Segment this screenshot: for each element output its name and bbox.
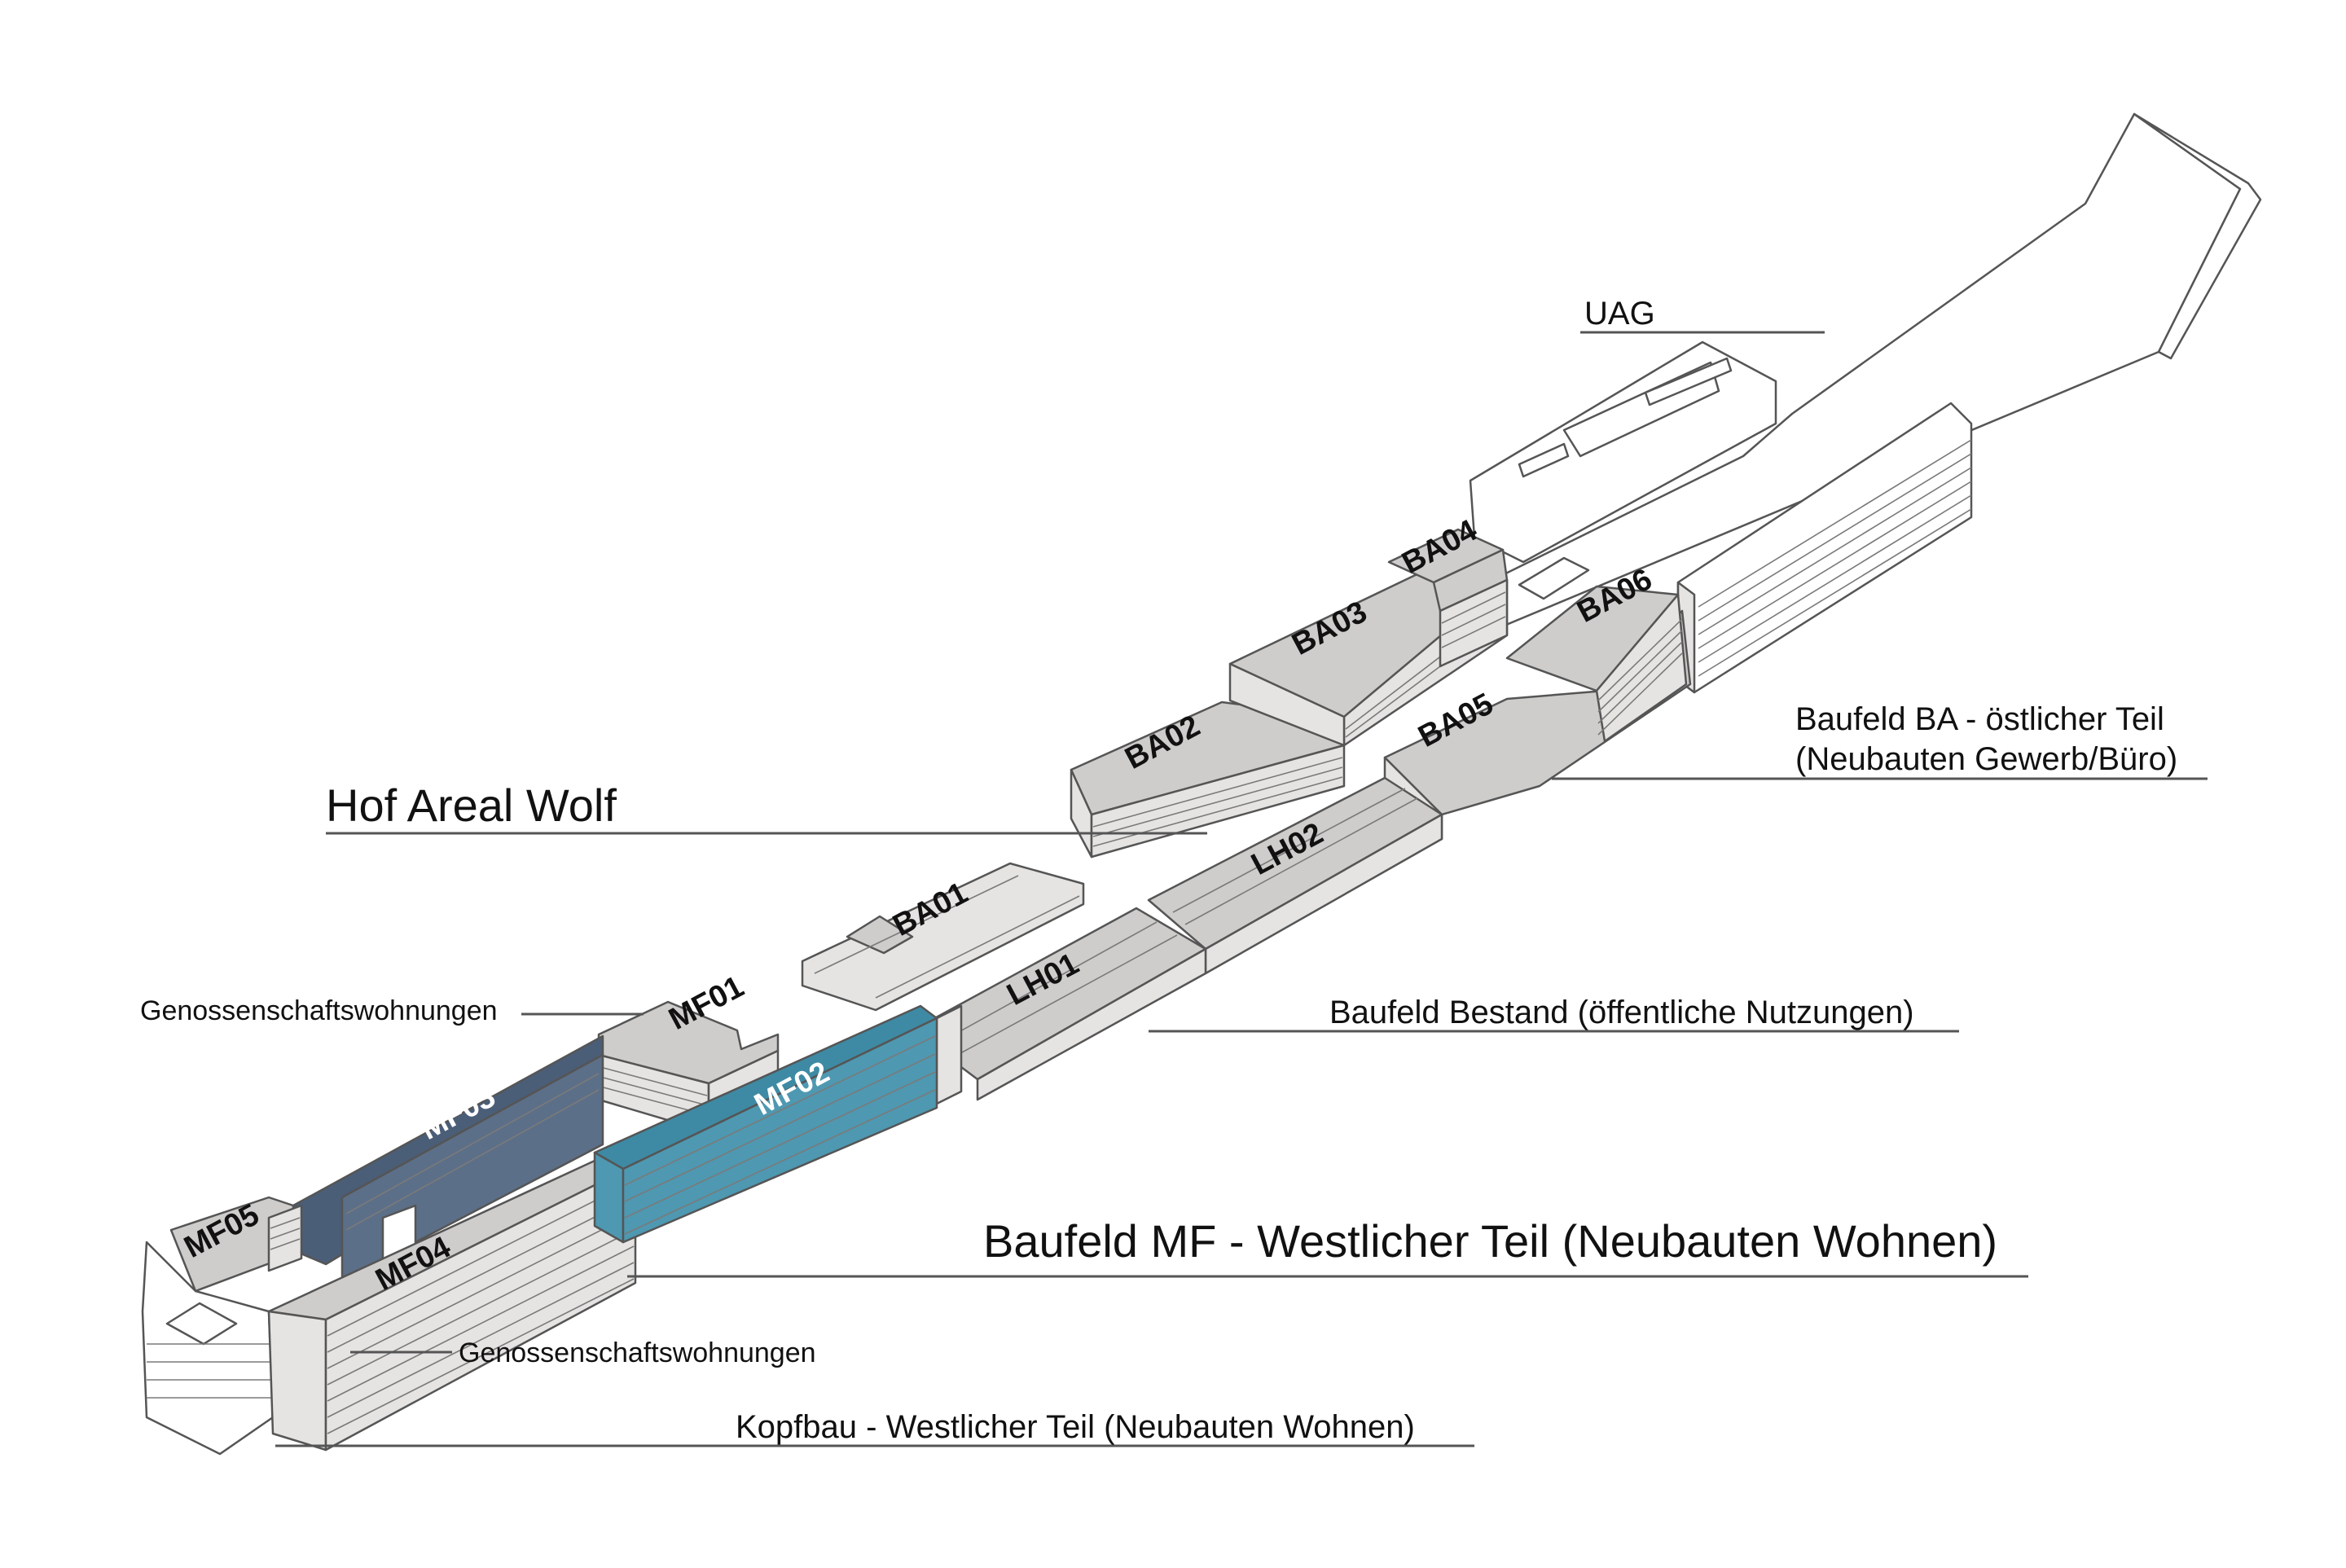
label-baufeld-bestand: Baufeld Bestand (öffentliche Nutzungen) [1329, 995, 1914, 1030]
label-genossenschaft-top: Genossenschaftswohnungen [140, 995, 498, 1026]
building-mf04-group [267, 1159, 637, 1452]
label-baufeld-mf: Baufeld MF - Westlicher Teil (Neubauten … [983, 1215, 1997, 1267]
kopfbau-building [141, 1241, 275, 1456]
building-ba02-group [1070, 528, 1509, 859]
label-baufeld-ba-line2: (Neubauten Gewerb/Büro) [1795, 741, 2177, 777]
label-genossenschaft-bottom: Genossenschaftswohnungen [459, 1337, 816, 1368]
building-mf05-group [169, 1196, 303, 1293]
label-kopfbau: Kopfbau - Westlicher Teil (Neubauten Woh… [736, 1409, 1415, 1445]
area-labels: UAG Hof Areal Wolf Baufeld BA - östliche… [140, 296, 2177, 1445]
building-ba01-group [801, 862, 1085, 1012]
hall-lh-group [911, 776, 1443, 1105]
label-baufeld-ba-line1: Baufeld BA - östlicher Teil [1795, 701, 2164, 737]
label-uag: UAG [1584, 296, 1655, 332]
building-mf02-group [593, 1004, 938, 1244]
label-hof-areal-wolf: Hof Areal Wolf [326, 780, 617, 831]
leader-lines [275, 331, 2208, 1447]
